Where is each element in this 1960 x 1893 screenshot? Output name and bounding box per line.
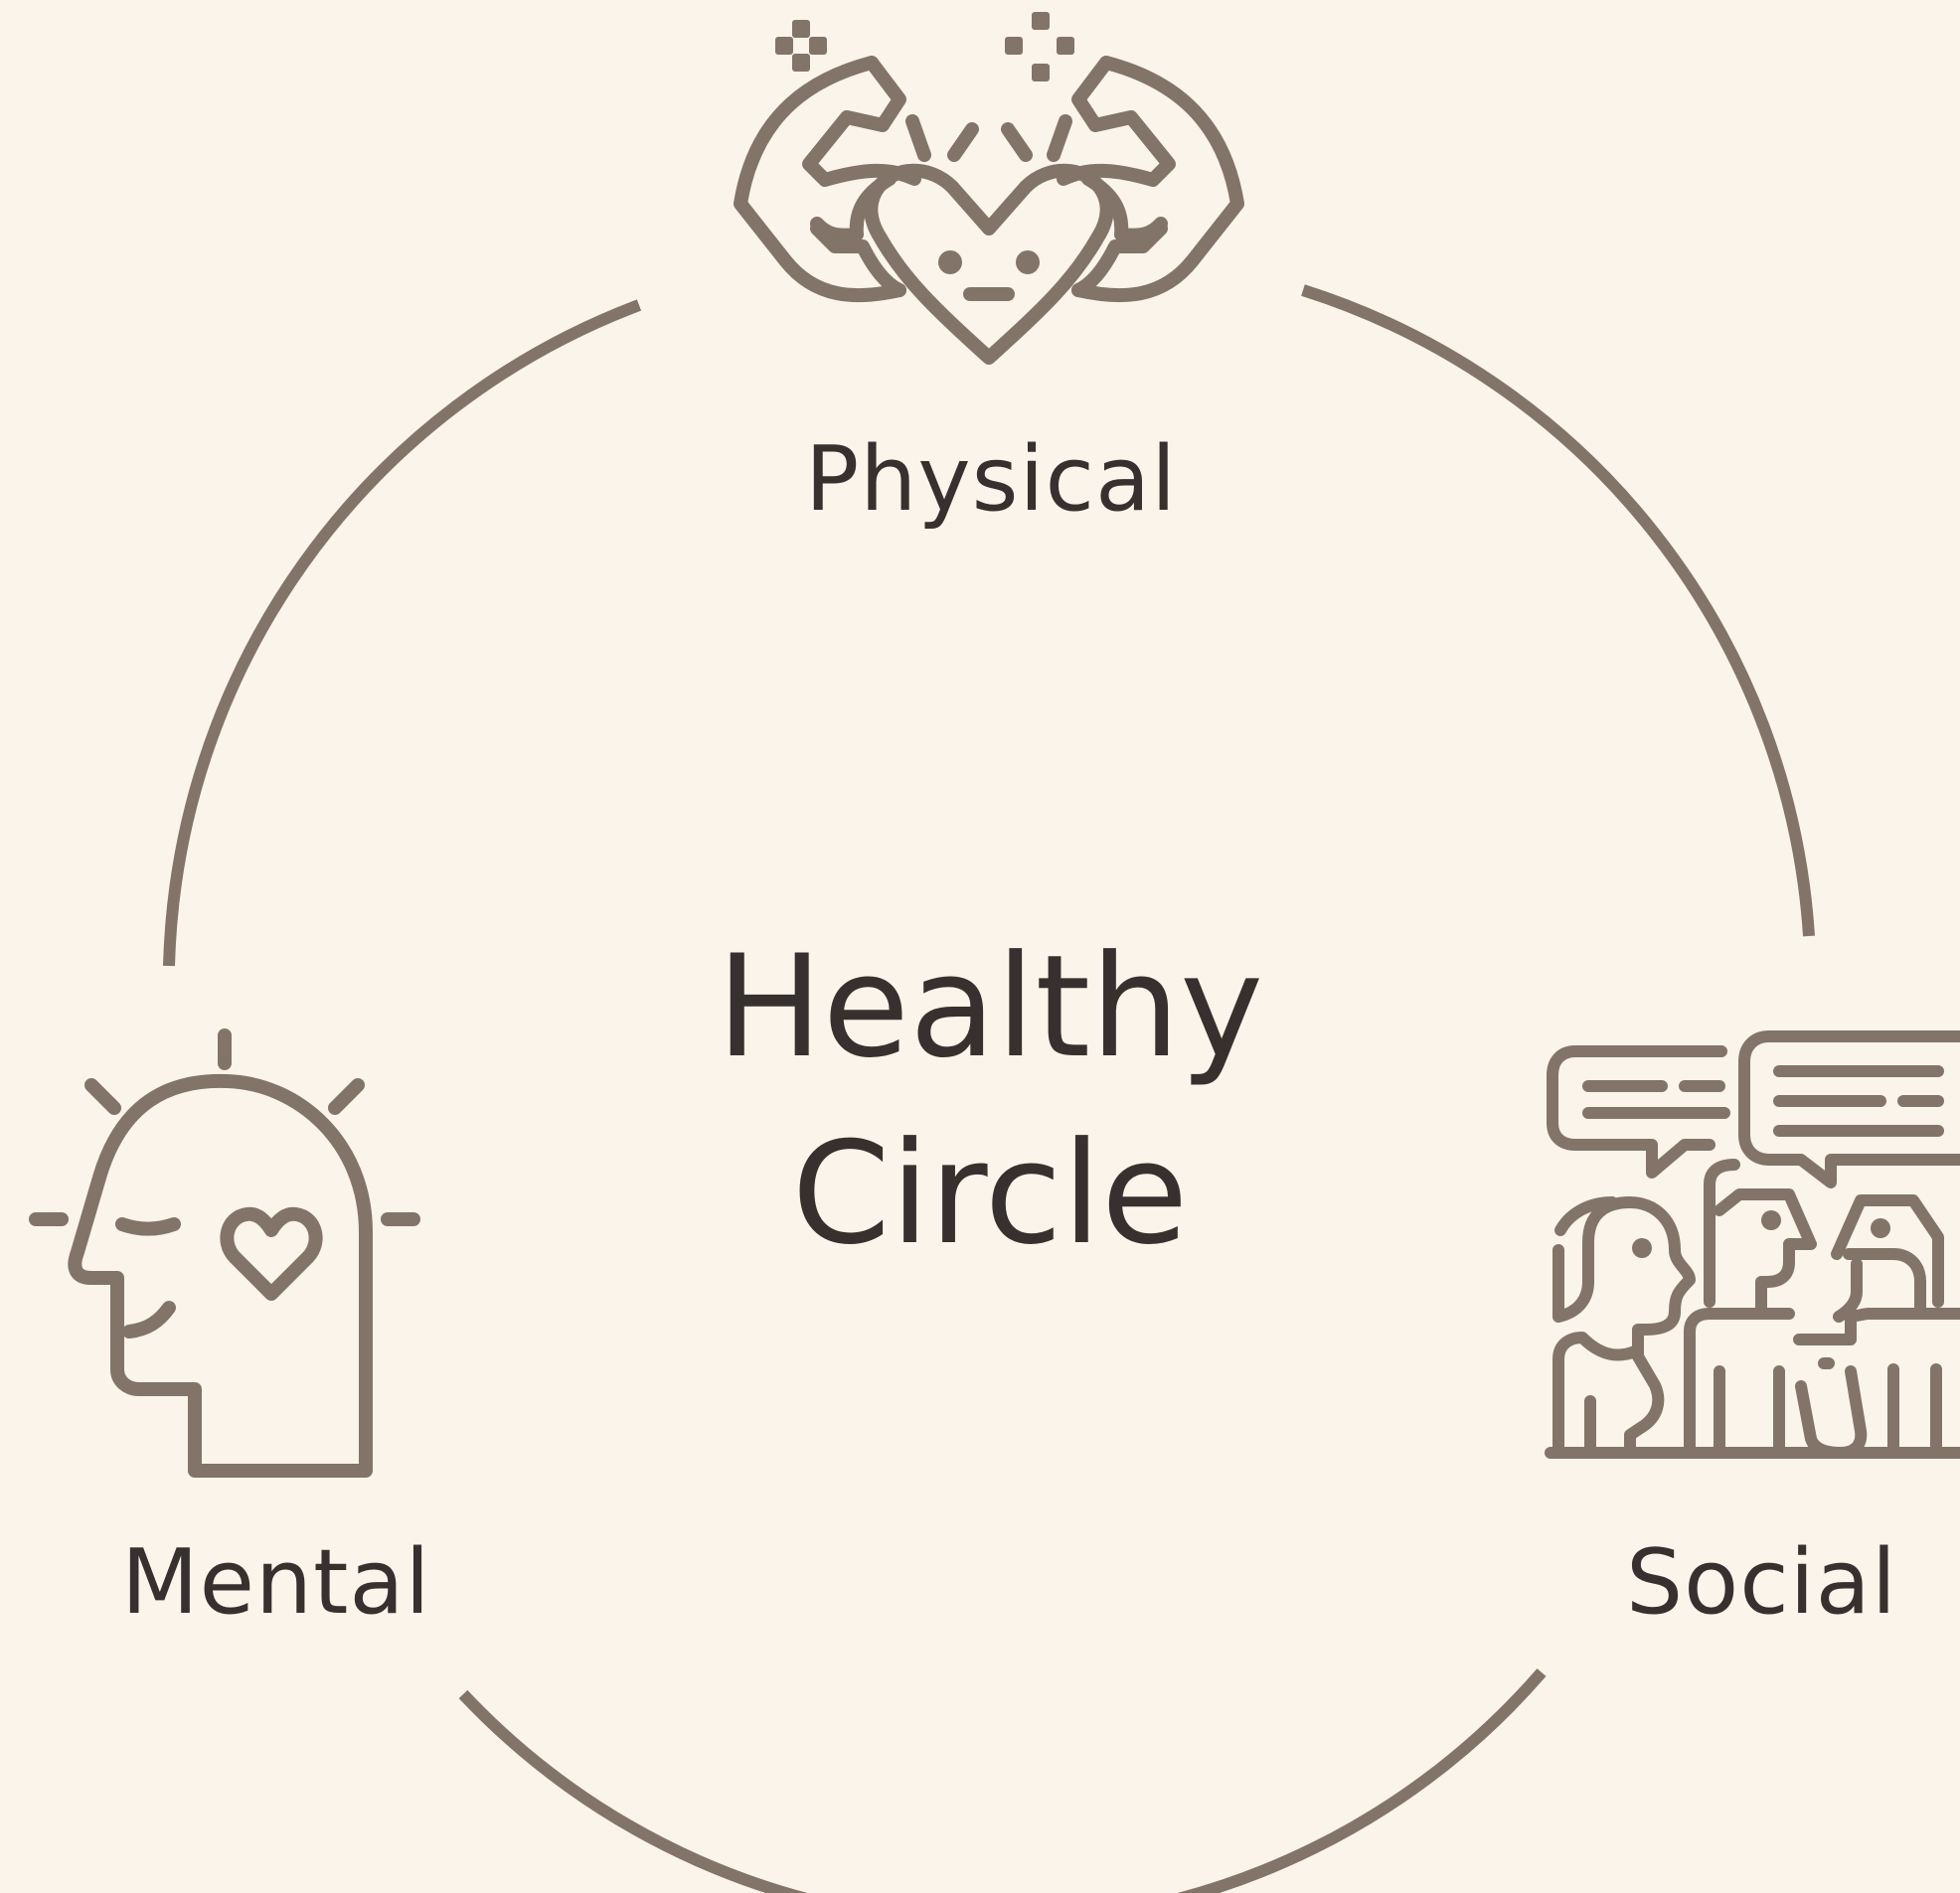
ring-arc-mental-to-social (458, 1668, 1547, 1893)
cycle-ring (163, 284, 1815, 1893)
sparkle-icon (775, 20, 827, 72)
ring-arc-social-to-physical (1301, 284, 1815, 937)
head-heart-icon (29, 1028, 420, 1478)
sparkle-icon (1005, 12, 1074, 81)
ring-arc-physical-to-mental (163, 299, 642, 967)
node-label-social: Social (1626, 1530, 1897, 1635)
title-line-2: Circle (791, 1112, 1189, 1276)
title-line-1: Healthy (716, 925, 1264, 1089)
heart-arms-icon (734, 12, 1244, 365)
node-label-mental: Mental (121, 1530, 431, 1635)
node-label-physical: Physical (805, 427, 1178, 532)
diagram-title: Healthy Circle (682, 914, 1298, 1288)
people-chat-icon (1545, 1030, 1960, 1459)
